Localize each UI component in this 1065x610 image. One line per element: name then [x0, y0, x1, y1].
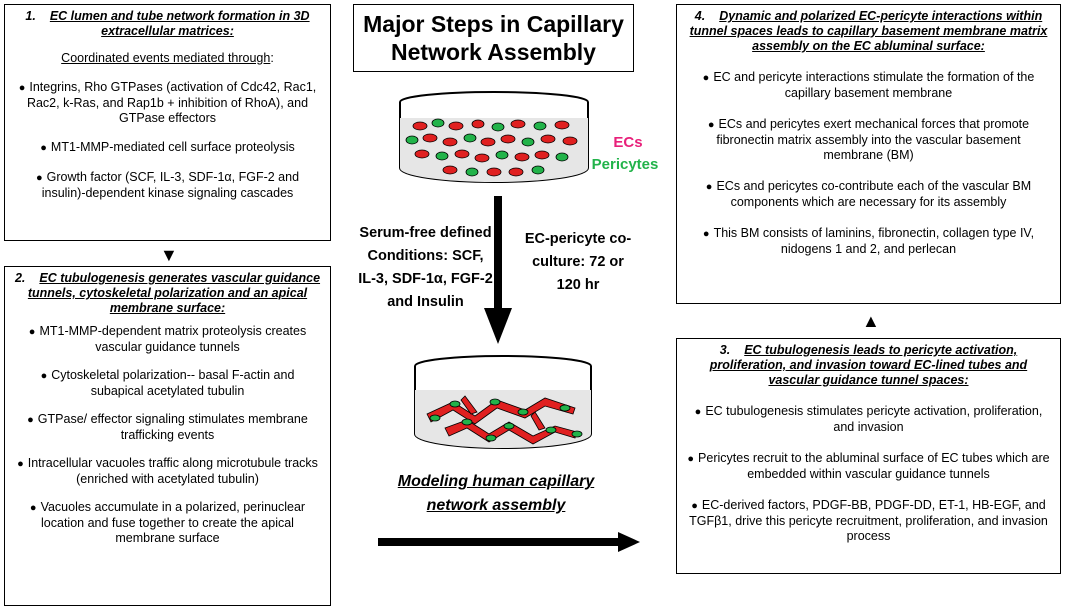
bullet-icon — [703, 226, 714, 240]
step4-item: ECs and pericytes co-contribute each of … — [685, 179, 1052, 210]
step2-item: GTPase/ effector signaling stimulates me… — [13, 412, 322, 443]
bullet-icon — [703, 70, 714, 84]
down-arrow-icon: ▼ — [160, 245, 178, 265]
down-arrow-icon — [484, 196, 512, 344]
step1-box: 1.EC lumen and tube network formation in… — [4, 4, 331, 241]
bullet-icon — [30, 500, 41, 514]
petri-dish-capillary-network — [414, 355, 592, 449]
step4-item: EC and pericyte interactions stimulate t… — [685, 70, 1052, 101]
bullet-icon — [691, 498, 702, 512]
bullet-icon — [708, 117, 719, 131]
step2-item: Cytoskeletal polarization-- basal F-acti… — [13, 368, 322, 399]
up-arrow-icon: ▲ — [862, 311, 880, 331]
step2-item: Intracellular vacuoles traffic along mic… — [13, 456, 322, 487]
coculture-label: EC-pericyte co-culture: 72 or 120 hr — [524, 231, 632, 293]
pericytes-label: Pericytes — [591, 156, 659, 173]
step1-item: Growth factor (SCF, IL-3, SDF-1α, FGF-2 … — [13, 170, 322, 201]
bullet-icon — [27, 412, 38, 426]
step2-item: MT1-MMP-dependent matrix proteolysis cre… — [13, 324, 322, 355]
bullet-icon — [19, 80, 30, 94]
step3-box: 3.EC tubulogenesis leads to pericyte act… — [676, 338, 1061, 574]
conditions-label: Serum-free defined Conditions: SCF, IL-3… — [358, 225, 493, 310]
step1-number: 1. — [25, 9, 36, 23]
step1-subtitle: Coordinated events mediated through: — [61, 51, 274, 65]
bullet-icon — [706, 179, 717, 193]
step3-item: EC tubulogenesis stimulates pericyte act… — [685, 404, 1052, 435]
step3-item: Pericytes recruit to the abluminal surfa… — [685, 451, 1052, 482]
step4-number: 4. — [694, 9, 706, 23]
step3-item: EC-derived factors, PDGF-BB, PDGF-DD, ET… — [685, 498, 1052, 544]
modeling-label: Modeling human capillary network assembl… — [397, 473, 595, 514]
bullet-icon — [41, 368, 52, 382]
page-title: Major Steps in Capillary Network Assembl… — [353, 4, 634, 72]
bullet-icon — [17, 456, 28, 470]
step1-item: MT1-MMP-mediated cell surface proteolysi… — [13, 140, 322, 156]
step3-number: 3. — [719, 343, 731, 357]
bullet-icon — [695, 404, 706, 418]
step4-item: ECs and pericytes exert mechanical force… — [685, 117, 1052, 163]
step2-item: Vacuoles accumulate in a polarized, peri… — [13, 500, 322, 546]
bullet-icon — [40, 140, 51, 154]
ecs-label: ECs — [613, 134, 643, 151]
bullet-icon — [687, 451, 698, 465]
step3-title: 3.EC tubulogenesis leads to pericyte act… — [709, 343, 1028, 387]
step2-number: 2. — [14, 271, 26, 285]
bullet-icon — [29, 324, 40, 338]
step4-item: This BM consists of laminins, fibronecti… — [685, 226, 1052, 257]
step1-item: Integrins, Rho GTPases (activation of Cd… — [13, 80, 322, 126]
step2-box: 2.EC tubulogenesis generates vascular gu… — [4, 266, 331, 606]
step4-title: 4.Dynamic and polarized EC-pericyte inte… — [689, 9, 1048, 53]
petri-dish-ecs-pericytes — [399, 91, 589, 183]
right-arrow-icon — [378, 532, 640, 552]
bullet-icon — [36, 170, 47, 184]
step2-title: 2.EC tubulogenesis generates vascular gu… — [14, 271, 321, 315]
step4-box: 4.Dynamic and polarized EC-pericyte inte… — [676, 4, 1061, 304]
step1-title: 1.EC lumen and tube network formation in… — [25, 9, 310, 38]
